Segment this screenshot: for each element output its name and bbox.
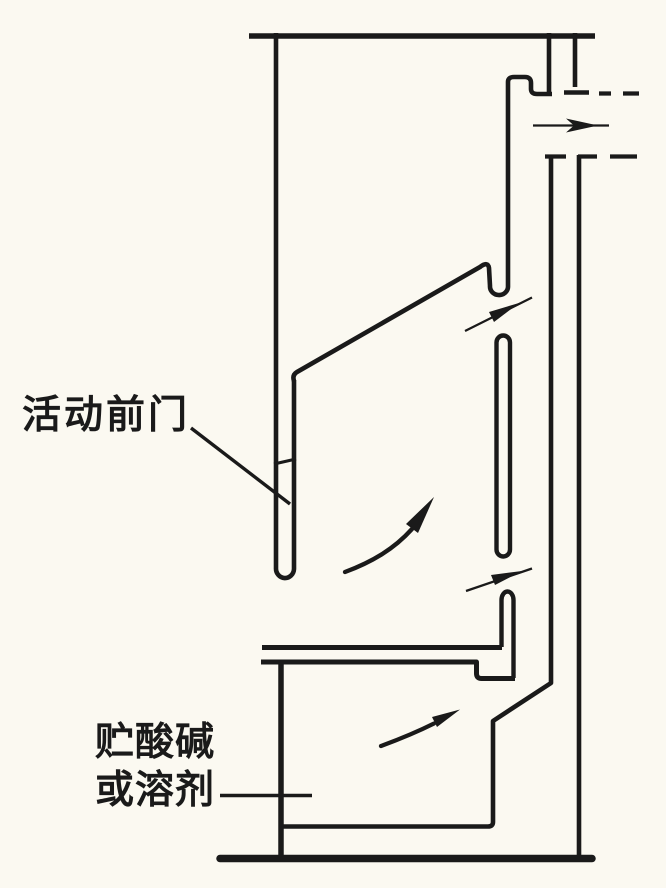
storage-label-line2: 或溶剂 [95, 769, 216, 812]
storage-label-line1: 贮酸碱 [95, 721, 216, 764]
cabinet-airflow-arrow-head [432, 709, 460, 727]
middle-baffle-panel [494, 333, 513, 559]
upper-slot-airflow-arrow-head [489, 303, 519, 322]
inner-baffle-and-front-panel-line [291, 74, 552, 382]
cabinet-airflow-arrow-line [378, 721, 437, 749]
outlet-airflow-arrow-head [566, 118, 598, 133]
storage-label: 贮酸碱 或溶剂 [95, 719, 215, 815]
worktop-bottom-step-line [261, 659, 515, 681]
front-door-label: 活动前门 [22, 394, 191, 437]
front-door-panel-outline [273, 33, 297, 581]
front-door-leader-line [189, 426, 292, 506]
lower-slot-airflow-arrow-head [491, 571, 522, 585]
duct-inner-wall-lower-line [283, 156, 554, 829]
front-door-tie-line [273, 457, 297, 466]
chamber-airflow-arrow-line [342, 526, 415, 575]
chamber-airflow-arrow-head [406, 497, 434, 533]
lower-baffle-panel-line [499, 589, 516, 678]
